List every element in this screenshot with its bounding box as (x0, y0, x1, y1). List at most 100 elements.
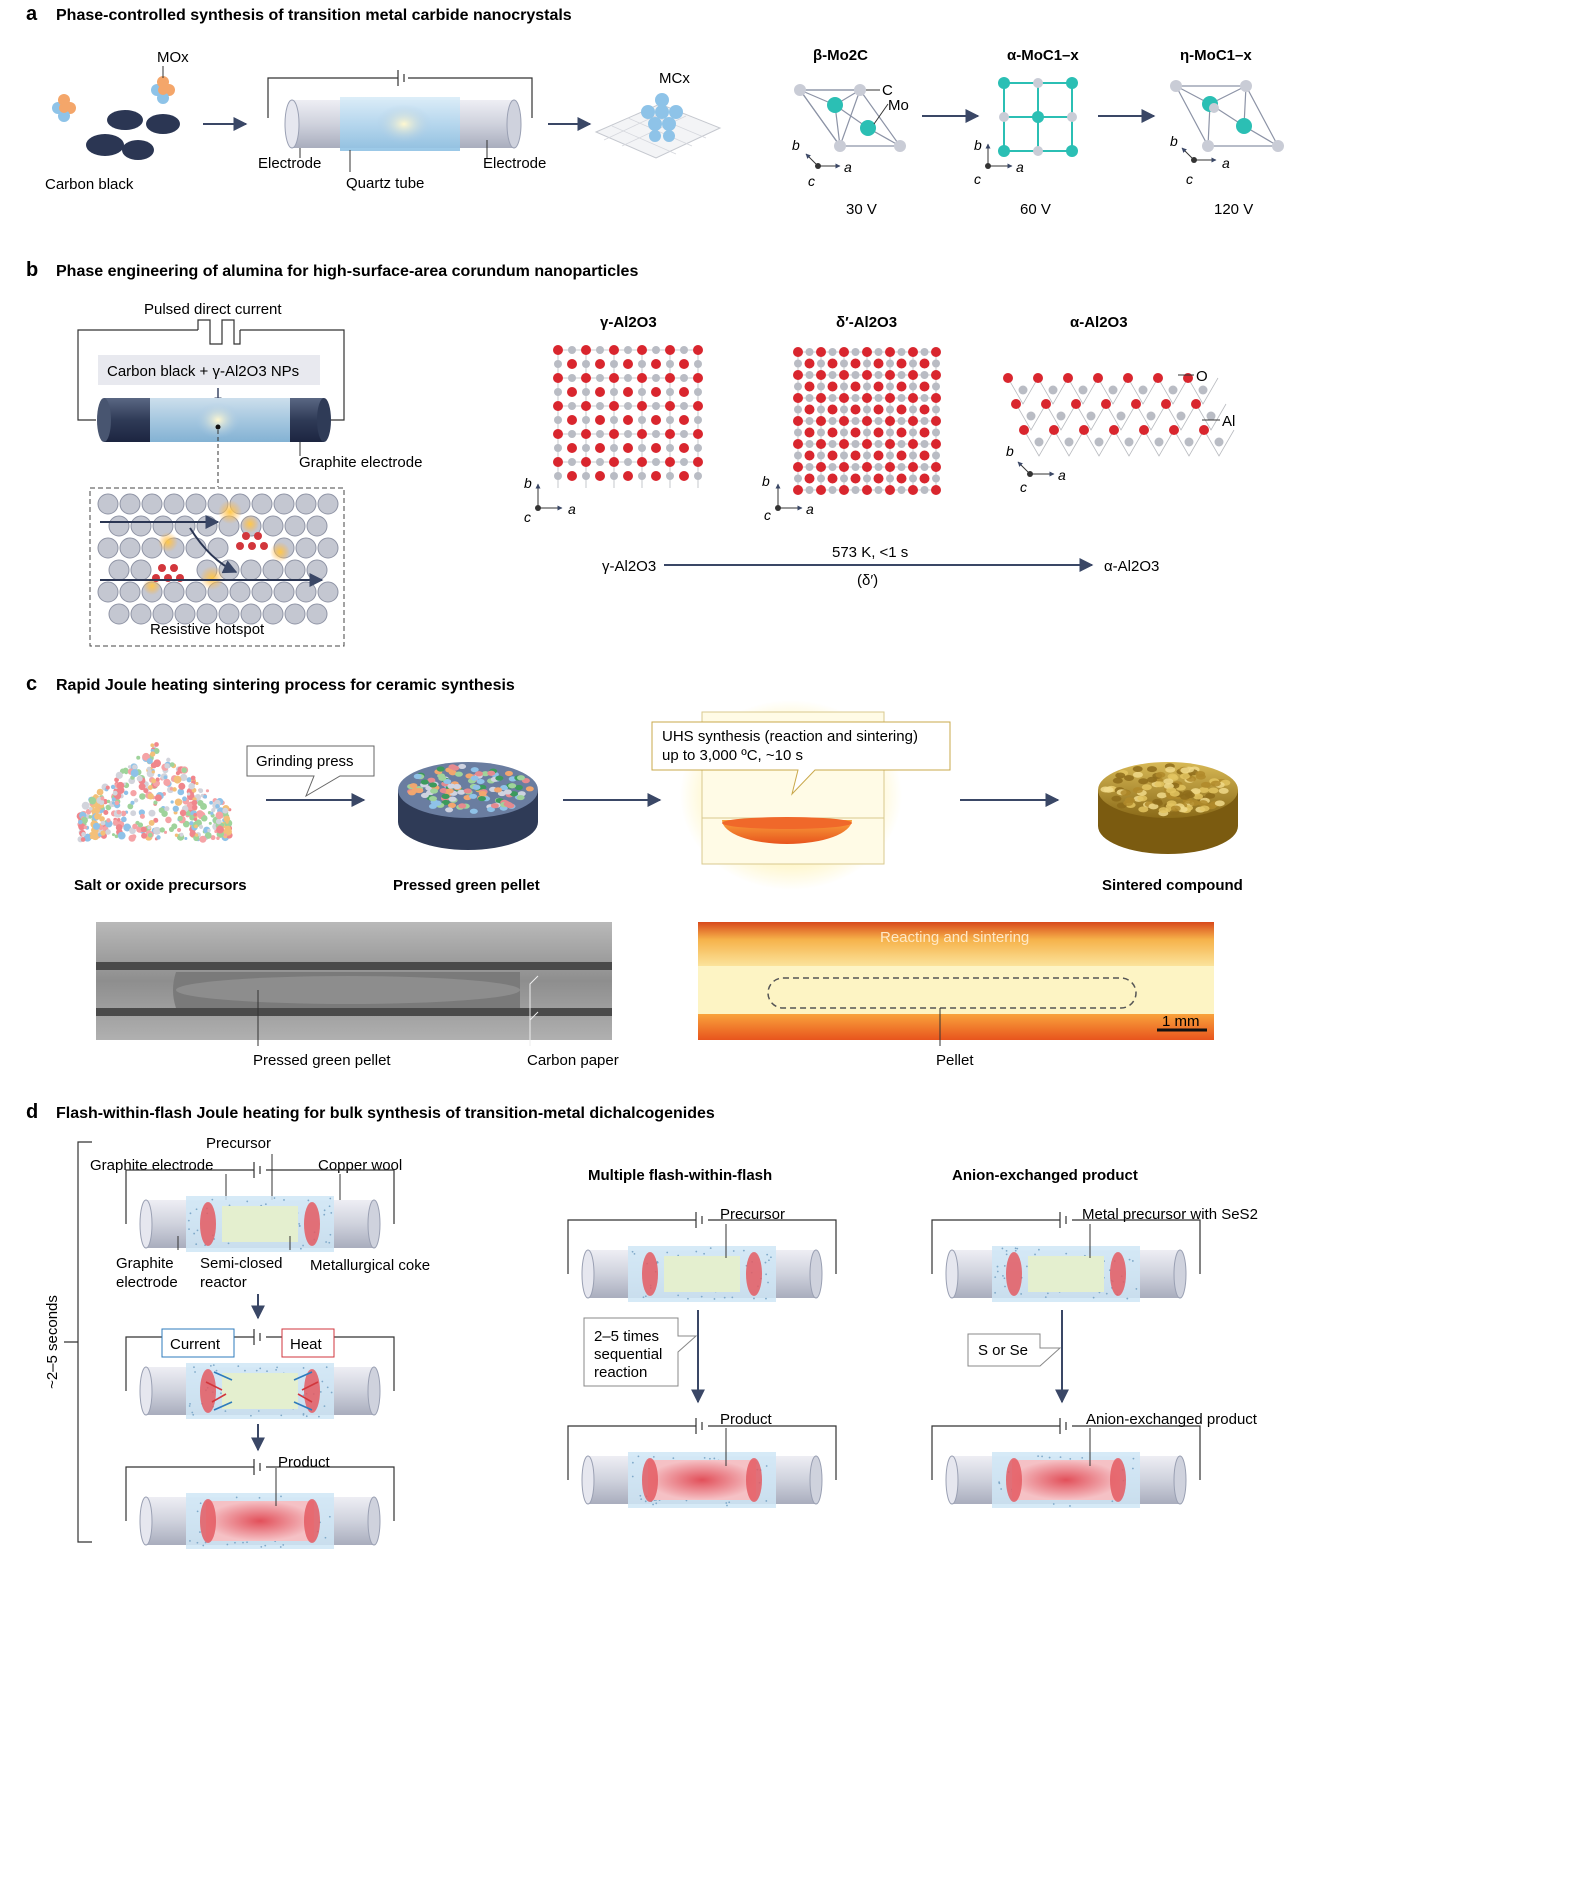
axes-b2 (775, 483, 803, 511)
axes-a1 (805, 153, 841, 169)
powder-grain (215, 804, 220, 809)
coke-grain (302, 1367, 305, 1369)
aluminium-atom (920, 463, 929, 471)
oxygen-atom (651, 387, 661, 397)
sintered-grain (1205, 792, 1216, 799)
carbon-black-particles (86, 110, 180, 160)
aluminium-atom (582, 444, 590, 452)
oxygen-atom (931, 439, 941, 449)
oxygen-atom (693, 401, 703, 411)
aluminium-atom (694, 472, 702, 480)
oxygen-atom (816, 347, 826, 357)
coke-grain (732, 1250, 735, 1252)
aluminium-atom (554, 472, 562, 480)
oxygen-atom (1109, 425, 1119, 435)
powder-grain (100, 796, 105, 801)
coke-grain (242, 1541, 244, 1544)
carbon-particle (174, 515, 196, 537)
oxygen-atom (553, 401, 563, 411)
oxygen-atom (862, 416, 872, 426)
powder-grain (139, 793, 146, 800)
oxygen-atom (816, 370, 826, 380)
powder-grain (112, 790, 118, 796)
pulsed-circuit (77, 319, 345, 421)
copper-wool-plug (200, 1369, 216, 1413)
pellet-grain (516, 775, 525, 781)
oxygen-atom (651, 359, 661, 369)
copper-wool-plug (1110, 1458, 1126, 1502)
axis-a-a2: a (1016, 159, 1024, 175)
oxygen-atom (609, 429, 619, 439)
coke-grain (189, 1212, 192, 1215)
precursor-core (1028, 1256, 1104, 1292)
aluminium-atom (1124, 437, 1134, 447)
aluminium-atom (610, 416, 618, 424)
oxygen-atom (931, 393, 941, 403)
coke-grain (639, 1494, 642, 1497)
oxygen-atom (693, 373, 703, 383)
powder-grain (111, 801, 116, 805)
powder-grain (124, 771, 128, 775)
aluminium-atom (1064, 437, 1074, 447)
aluminium-atom (568, 402, 576, 410)
oxygen-atom (931, 485, 941, 495)
carbon-particle (306, 559, 328, 581)
oxygen-atom (1019, 425, 1029, 435)
aluminium-atom (909, 474, 917, 483)
pellet-grain (458, 803, 467, 809)
oxygen-atom (1093, 373, 1103, 383)
powder-grain (216, 825, 224, 834)
oxygen-atom (581, 401, 591, 411)
carbon-particle (185, 581, 207, 603)
oxygen-atom (679, 359, 689, 369)
oxygen-atom (816, 393, 826, 403)
oxygen-atom (679, 443, 689, 453)
sintered-grain (1112, 777, 1123, 784)
circuit-wire (1072, 1219, 1201, 1274)
powder-grain (94, 813, 101, 820)
aluminium-atom (909, 405, 917, 414)
coke-grain (642, 1296, 645, 1299)
aluminium-atom (874, 348, 883, 356)
axis-b-a1: b (792, 137, 800, 153)
pellet-grain (420, 792, 429, 799)
quartz-tube-label: Quartz tube (346, 175, 424, 192)
coke-grain (1003, 1265, 1006, 1267)
aluminium-atom (840, 451, 848, 460)
precursor-core (222, 1206, 298, 1242)
oxygen-atom (827, 358, 838, 369)
oxygen-atom (873, 473, 884, 484)
times-line1: 2–5 times (594, 1328, 659, 1345)
powder-grain (154, 794, 162, 802)
powder-grain (117, 831, 126, 840)
oxygen-atom (1123, 373, 1133, 383)
coke-grain (259, 1367, 262, 1370)
coke-grain (257, 1410, 260, 1412)
powder-grain (114, 800, 120, 806)
sintered-grain (1190, 788, 1201, 795)
s-or-se-label: S or Se (978, 1342, 1028, 1359)
aluminium-atom (638, 388, 646, 396)
aluminium-atom (1108, 385, 1118, 395)
pellet-grain (441, 793, 450, 799)
oxygen-atom (827, 450, 838, 461)
oxygen-atom (885, 370, 895, 380)
oxygen-atom (919, 450, 930, 461)
carbon-particle (295, 537, 317, 559)
coke-grain (1005, 1249, 1008, 1252)
aluminium-atom (863, 405, 871, 414)
coke-grain (1128, 1258, 1131, 1261)
carbon-particle (262, 559, 284, 581)
aluminium-atom (680, 346, 688, 354)
oxygen-atom (637, 401, 647, 411)
sintered-grain (1180, 767, 1191, 774)
carbon-particle (262, 515, 284, 537)
coke-grain (1004, 1285, 1006, 1288)
aluminium-atom (680, 430, 688, 438)
lattice-bond (1203, 429, 1235, 457)
oxygen-atom (595, 471, 605, 481)
pellet-grain (470, 775, 479, 781)
powder-grain (81, 801, 90, 810)
aluminium-atom (920, 394, 929, 402)
pellet-grain (525, 786, 534, 792)
